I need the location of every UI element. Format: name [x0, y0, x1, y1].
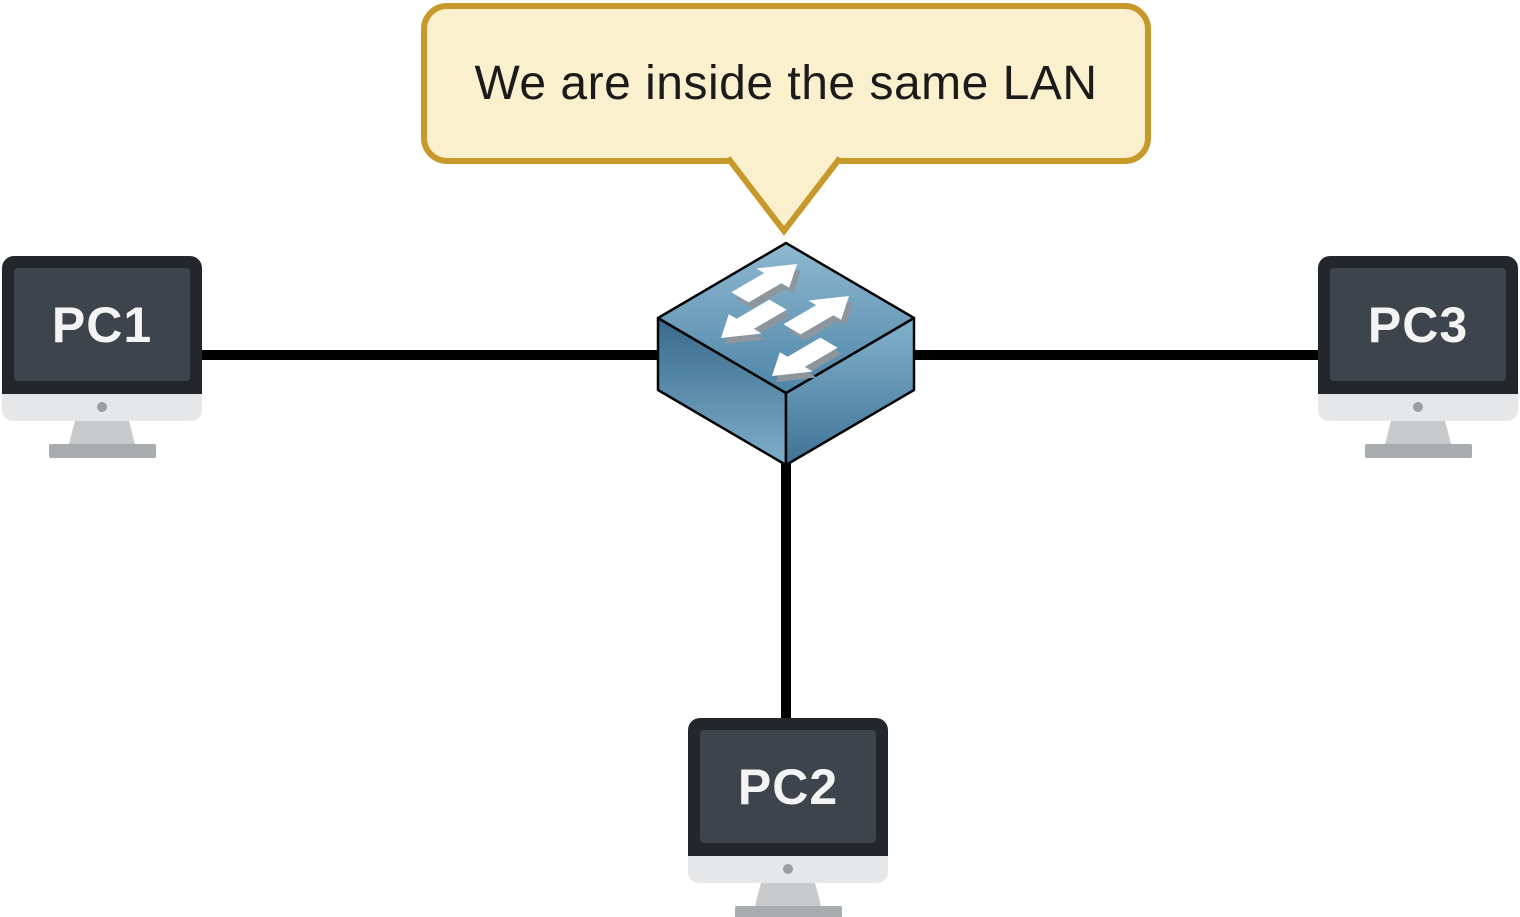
monitor-bezel: PC2 [688, 718, 888, 856]
pc-label: PC2 [737, 758, 839, 815]
camera-dot-icon [783, 864, 793, 874]
monitor-screen: PC1 [14, 268, 190, 381]
pc-label: PC1 [51, 296, 153, 353]
pc-node-pc3: PC3 [1318, 256, 1518, 458]
speech-bubble-text: We are inside the same LAN [474, 57, 1098, 110]
link-pc1-switch [190, 350, 700, 360]
monitor-bezel: PC3 [1318, 256, 1518, 394]
pc-node-pc1: PC1 [2, 256, 202, 458]
monitor-base [1364, 444, 1472, 458]
lan-switch-icon [656, 241, 916, 467]
monitor-base [734, 906, 842, 917]
monitor-screen: PC3 [1330, 268, 1506, 381]
pc-label: PC3 [1367, 296, 1469, 353]
monitor-chin [1318, 394, 1518, 421]
camera-dot-icon [1413, 402, 1423, 412]
monitor-chin [688, 856, 888, 883]
camera-dot-icon [97, 402, 107, 412]
speech-bubble-tail [725, 156, 843, 236]
monitor-stand [755, 883, 821, 906]
monitor-bezel: PC1 [2, 256, 202, 394]
monitor-stand [1385, 421, 1451, 444]
monitor-base [48, 444, 156, 458]
pc-node-pc2: PC2 [688, 718, 888, 917]
monitor-stand [69, 421, 135, 444]
speech-bubble: We are inside the same LAN [421, 3, 1151, 164]
link-switch-pc3 [880, 350, 1330, 360]
link-switch-pc2 [781, 450, 791, 722]
monitor-screen: PC2 [700, 730, 876, 843]
monitor-chin [2, 394, 202, 421]
